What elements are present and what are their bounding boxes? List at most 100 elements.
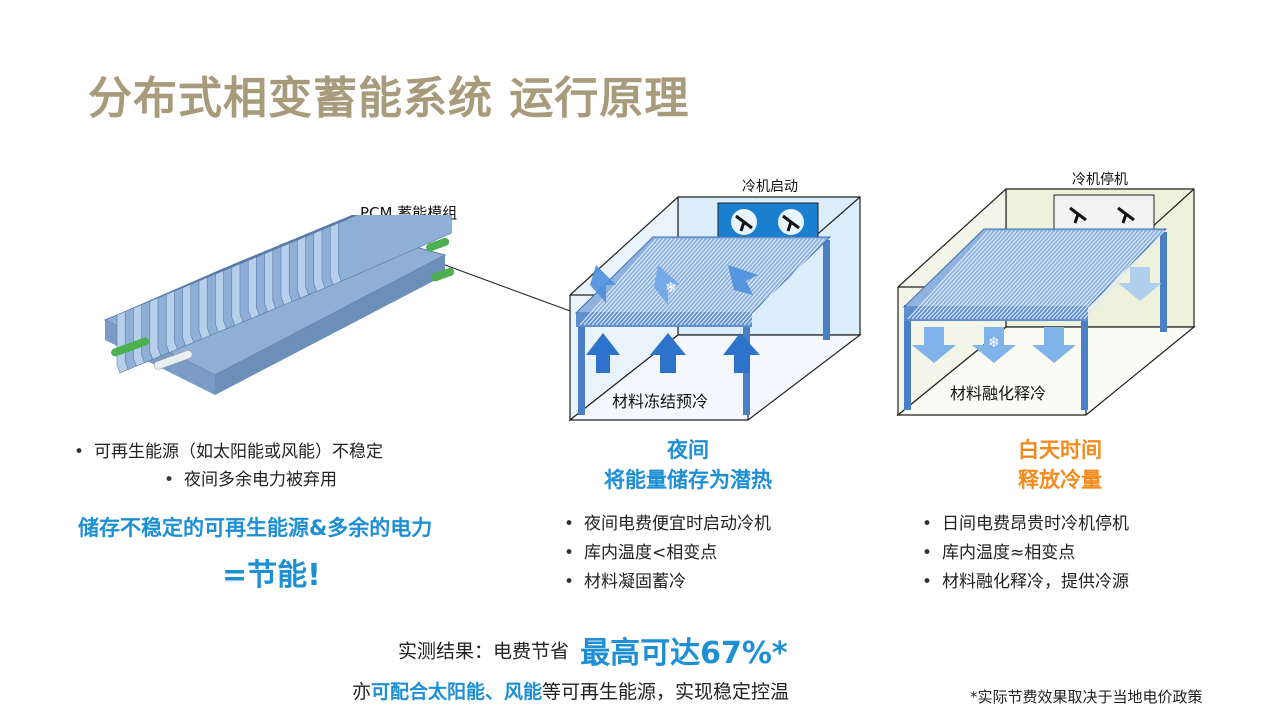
chiller-on-label: 冷机启动 — [742, 179, 798, 195]
fin — [943, 230, 1025, 320]
fin — [743, 238, 821, 326]
fin — [935, 230, 1017, 320]
day-storage-room: ❄ — [896, 187, 1196, 417]
fin — [995, 230, 1077, 320]
fin — [983, 230, 1065, 320]
fin — [1027, 230, 1109, 320]
fin — [975, 230, 1057, 320]
result-line2-highlight: 可配合太阳能、风能 — [371, 681, 543, 703]
day-subheading: 释放冷量 — [1018, 468, 1102, 492]
fin — [747, 238, 825, 326]
fin — [723, 238, 801, 326]
fin — [611, 238, 689, 326]
fin — [991, 230, 1073, 320]
day-heading: 白天时间 — [1018, 438, 1102, 462]
list-item: 可再生能源（如太阳能或风能）不稳定 — [72, 438, 383, 467]
fin — [927, 230, 1009, 320]
fin — [971, 230, 1053, 320]
fin — [735, 238, 813, 326]
fin — [1031, 230, 1113, 320]
fin — [999, 230, 1081, 320]
fin — [727, 238, 805, 326]
fin — [739, 238, 817, 326]
fin — [1043, 230, 1125, 320]
fin — [1035, 230, 1117, 320]
result-highlight: 最高可达67%* — [580, 636, 788, 671]
fin — [1059, 230, 1141, 320]
fin — [587, 238, 665, 326]
fin — [1047, 230, 1129, 320]
night-room-label: 材料冻结预冷 — [612, 392, 709, 411]
fin — [655, 238, 733, 326]
fin — [691, 238, 769, 326]
night-bullet-list: 夜间电费便宜时启动冷机 库内温度<相变点 材料凝固蓄冷 — [562, 510, 771, 597]
fin — [987, 230, 1069, 320]
fin — [607, 238, 685, 326]
night-storage-room: ❄ — [568, 195, 862, 422]
fin — [675, 238, 753, 326]
fin — [1051, 230, 1133, 320]
fin — [939, 230, 1021, 320]
fin — [579, 238, 657, 326]
pcm-module-illustration — [103, 215, 455, 395]
snowflake-icon: ❄ — [988, 335, 1000, 351]
page-title: 分布式相变蓄能系统 运行原理 — [88, 73, 690, 124]
fin — [907, 230, 989, 320]
fin — [1015, 230, 1097, 320]
fin — [647, 238, 725, 326]
result-prefix: 实测结果：电费节省 — [398, 640, 570, 663]
list-item: 材料融化释冷，提供冷源 — [920, 568, 1129, 597]
fin — [951, 230, 1033, 320]
fin — [963, 230, 1045, 320]
fin — [923, 230, 1005, 320]
result-line: 实测结果：电费节省 最高可达67%* — [398, 628, 788, 672]
list-item: 日间电费昂贵时冷机停机 — [920, 510, 1129, 539]
fin — [583, 238, 661, 326]
result-line2-post: 等可再生能源，实现稳定控温 — [542, 681, 790, 703]
fin — [643, 238, 721, 326]
left-highlight-line1: 储存不稳定的可再生能源&多余的电力 — [78, 516, 433, 540]
fin — [979, 230, 1061, 320]
fin — [639, 238, 717, 326]
fin — [1039, 230, 1121, 320]
fin — [731, 238, 809, 326]
fin — [1067, 230, 1149, 320]
fin — [338, 215, 452, 282]
left-highlight-line2: =节能! — [222, 558, 321, 593]
list-item: 库内温度<相变点 — [562, 539, 771, 568]
night-subheading: 将能量储存为潜热 — [604, 468, 772, 492]
list-item: 材料凝固蓄冷 — [562, 568, 771, 597]
result-line2-pre: 亦 — [352, 681, 372, 703]
fin — [1011, 230, 1093, 320]
fin — [671, 238, 749, 326]
fin — [1055, 230, 1137, 320]
fin — [595, 238, 673, 326]
fin — [683, 238, 761, 326]
fin — [1019, 230, 1101, 320]
list-item: 夜间多余电力被弃用 — [162, 466, 337, 495]
fin — [599, 238, 677, 326]
fin — [1079, 230, 1161, 320]
fin — [1023, 230, 1105, 320]
snowflake-icon: ❄ — [665, 280, 677, 296]
night-heading: 夜间 — [667, 438, 709, 462]
fin — [947, 230, 1029, 320]
day-bullet-list: 日间电费昂贵时冷机停机 库内温度≈相变点 材料融化释冷，提供冷源 — [920, 510, 1129, 597]
fin — [911, 230, 993, 320]
list-item: 库内温度≈相变点 — [920, 539, 1129, 568]
result-line-2: 亦可配合太阳能、风能等可再生能源，实现稳定控温 — [352, 677, 789, 704]
footnote: *实际节费效果取决于当地电价政策 — [970, 688, 1203, 706]
fin — [719, 238, 797, 326]
fin — [687, 238, 765, 326]
list-item: 夜间电费便宜时启动冷机 — [562, 510, 771, 539]
fin — [931, 230, 1013, 320]
left-bullet-list: 可再生能源（如太阳能或风能）不稳定 — [72, 438, 383, 467]
fin — [651, 238, 729, 326]
fin — [591, 238, 669, 326]
fin — [1075, 230, 1157, 320]
fin — [967, 230, 1049, 320]
fin — [663, 238, 741, 326]
fin — [659, 238, 737, 326]
day-room-label: 材料融化释冷 — [950, 384, 1047, 403]
chiller-off-label: 冷机停机 — [1072, 172, 1128, 188]
